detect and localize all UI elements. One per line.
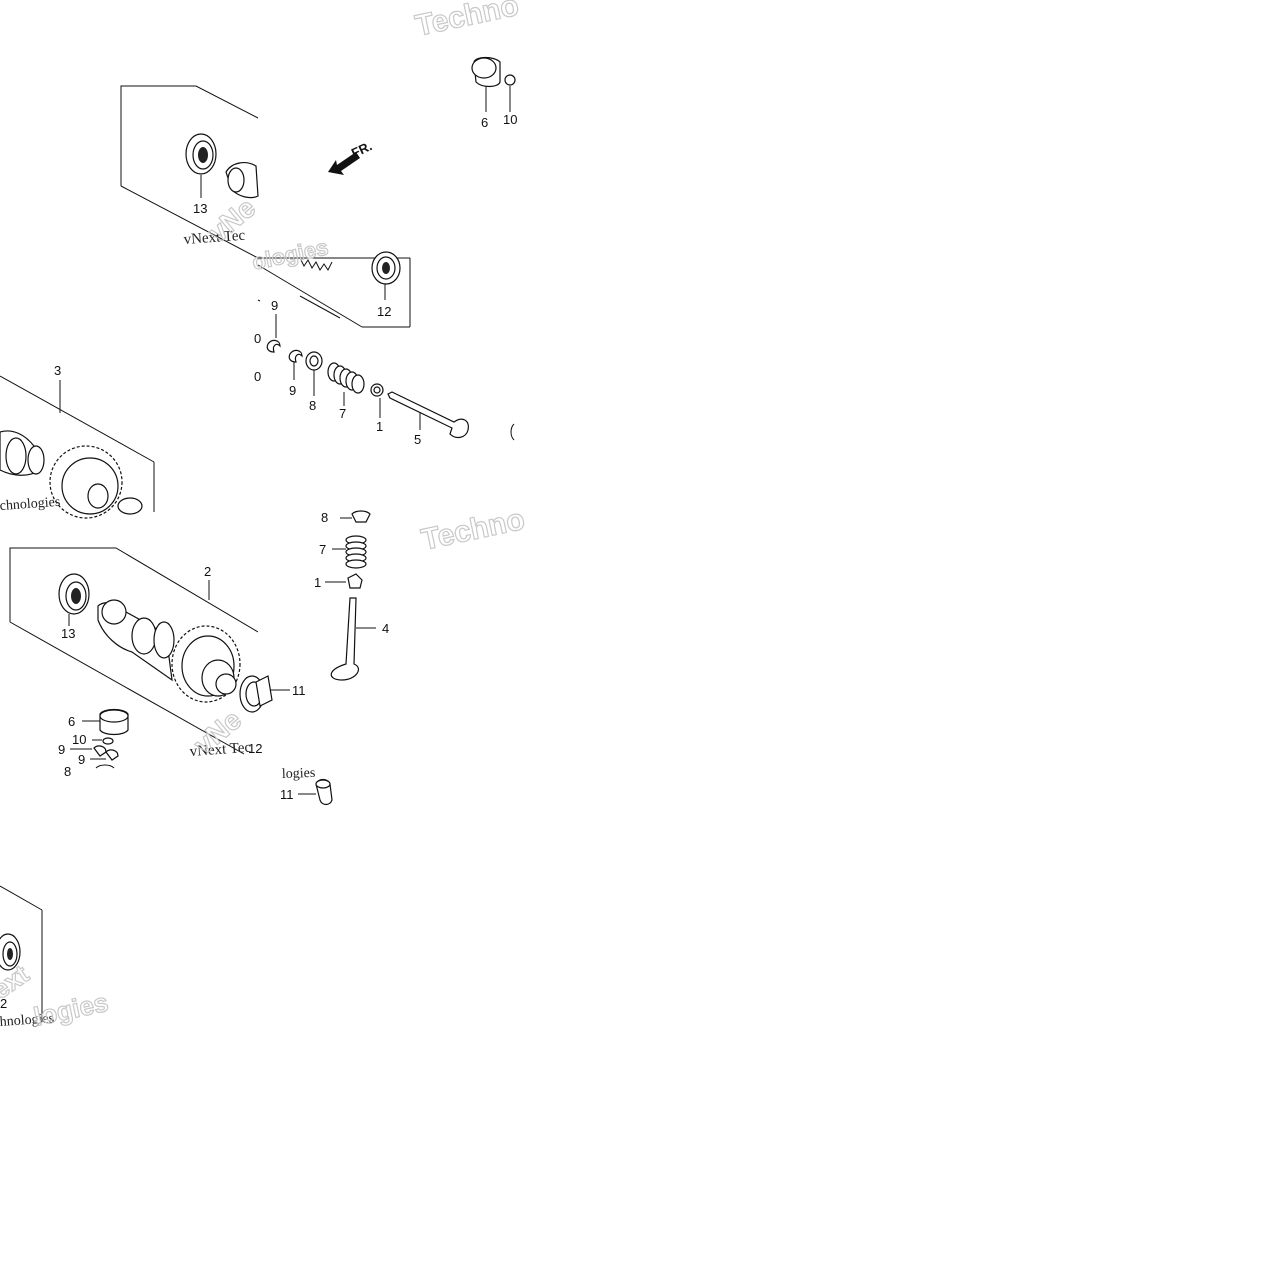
valve-spring-7-upper xyxy=(327,362,365,406)
bottom-left-panel xyxy=(0,885,43,1022)
watermark-text: logies xyxy=(282,766,316,782)
callout-number: 7 xyxy=(339,406,346,421)
bearing-12-mid xyxy=(239,675,290,713)
callout-number: 13 xyxy=(193,201,207,216)
callout-number: 13 xyxy=(61,626,75,641)
callout-number: 9 xyxy=(289,383,296,398)
watermark-text: Techno xyxy=(413,0,522,43)
callout-number: 2 xyxy=(204,564,211,579)
valve-5 xyxy=(387,391,469,439)
watermark-text: chnologies xyxy=(0,495,61,514)
top-camshaft-panel: FR. xyxy=(120,85,411,328)
bearing-12-top xyxy=(371,251,401,300)
camshaft-panel-3 xyxy=(0,375,155,519)
valve-train-upper xyxy=(266,314,515,441)
callout-number: 12 xyxy=(248,741,262,756)
callout-number: 10 xyxy=(503,112,517,127)
small-parts-lower xyxy=(70,708,333,806)
callout-number: 8 xyxy=(321,510,328,525)
callout-number: 1 xyxy=(314,575,321,590)
callout-number: 0 xyxy=(254,369,261,384)
callout-number: 5 xyxy=(414,432,421,447)
clip-10-top xyxy=(504,74,516,112)
callout-number: 6 xyxy=(68,714,75,729)
watermark-text: hnologies xyxy=(0,1011,55,1030)
callout-number: 9 xyxy=(78,752,85,767)
callout-number: 9 xyxy=(271,298,278,313)
watermark-text: vNext Tec xyxy=(189,740,252,760)
callout-number: 2 xyxy=(0,996,7,1011)
valve-spring-7-lower xyxy=(332,535,367,569)
tappet-6-top xyxy=(471,56,501,112)
bearing-13-top xyxy=(185,133,217,198)
cam-gear-3 xyxy=(49,445,123,519)
callout-number: 8 xyxy=(309,398,316,413)
callouts: 6 10 13 12 9 9 8 7 1 5 3 0 0 8 7 1 4 2 1… xyxy=(0,112,517,1011)
cam-gear-2 xyxy=(171,625,241,703)
callout-number: 0 xyxy=(254,331,261,346)
valve-train-lower xyxy=(325,510,376,681)
callout-number: 6 xyxy=(481,115,488,130)
callout-number: 9 xyxy=(58,742,65,757)
callout-number: 3 xyxy=(54,363,61,378)
callout-number: 8 xyxy=(64,764,71,779)
callout-number: 1 xyxy=(376,419,383,434)
gear-teeth-top xyxy=(299,257,333,271)
callout-number: 10 xyxy=(72,732,86,747)
callout-number: 11 xyxy=(280,787,294,802)
lifter-11-lower xyxy=(298,778,333,806)
valve-4 xyxy=(330,597,376,681)
camshaft-2 xyxy=(97,599,175,682)
callout-number: 11 xyxy=(292,683,306,698)
watermark-text: vNext Tec xyxy=(183,228,246,248)
watermark-text: logies xyxy=(31,987,111,1032)
watermark-text: Techno xyxy=(419,503,528,557)
callout-number: 7 xyxy=(319,542,326,557)
callout-number: 12 xyxy=(377,304,391,319)
camshaft-stub-top xyxy=(225,162,259,199)
crop-masks xyxy=(258,100,418,256)
callout-number: 4 xyxy=(382,621,389,636)
bearing-13-mid xyxy=(58,573,90,626)
camshaft-panel-2 xyxy=(9,547,290,755)
